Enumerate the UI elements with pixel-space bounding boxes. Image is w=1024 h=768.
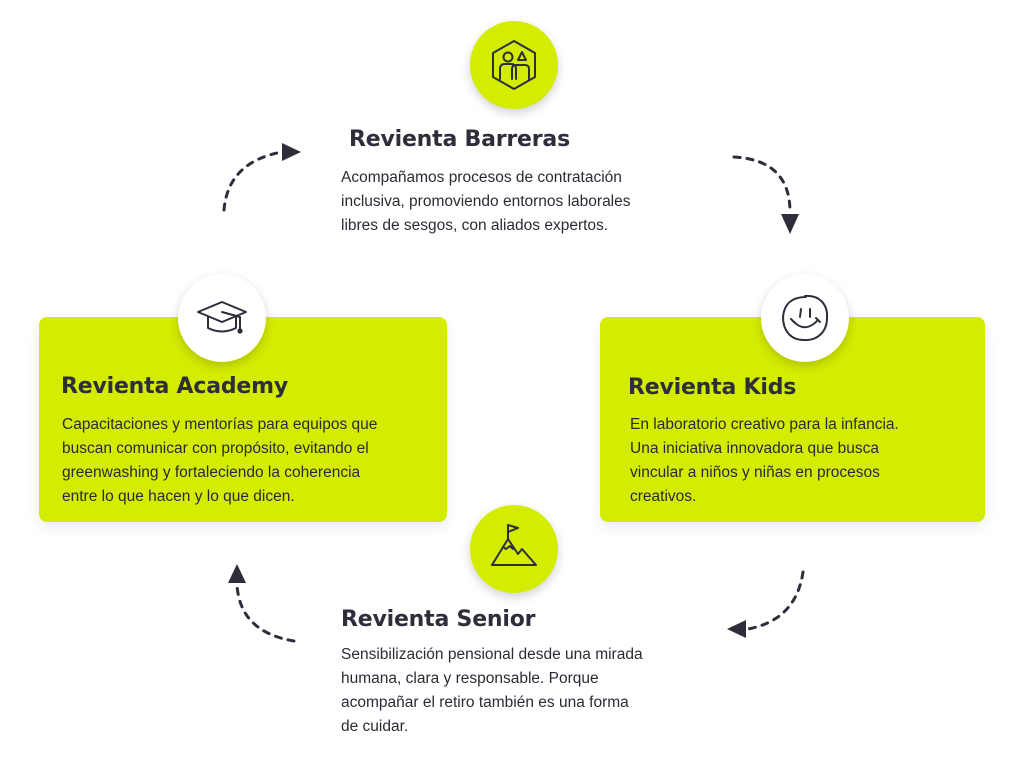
arrow-senior-to-academy [235, 583, 296, 643]
arrowhead-academy [228, 564, 246, 583]
people-shapes-icon [492, 40, 536, 90]
arrowhead-senior [727, 620, 746, 638]
senior-description: Sensibilización pensional desde una mira… [341, 646, 643, 735]
academy-title: Revienta Academy [61, 374, 288, 399]
arrowhead-kids [781, 214, 799, 234]
kids-description: En laboratorio creativo para la infancia… [630, 416, 899, 505]
mountain-flag-icon [491, 524, 537, 566]
barreras-description: Acompañamos procesos de contratación inc… [341, 169, 631, 234]
senior-title: Revienta Senior [341, 607, 536, 632]
graduation-cap-icon [197, 301, 247, 334]
kids-title: Revienta Kids [628, 375, 797, 400]
arrow-barreras-to-kids [732, 155, 792, 214]
arrow-academy-to-barreras [222, 150, 284, 212]
senior-icon-circle [470, 505, 558, 593]
arrow-kids-to-senior [746, 570, 805, 631]
smiley-icon [781, 294, 829, 342]
academy-icon-circle [178, 274, 266, 362]
barreras-title: Revienta Barreras [349, 127, 570, 152]
arrowhead-barreras [282, 143, 301, 161]
kids-icon-circle [761, 274, 849, 362]
academy-description: Capacitaciones y mentorías para equipos … [62, 416, 378, 505]
barreras-icon-circle [470, 21, 558, 109]
